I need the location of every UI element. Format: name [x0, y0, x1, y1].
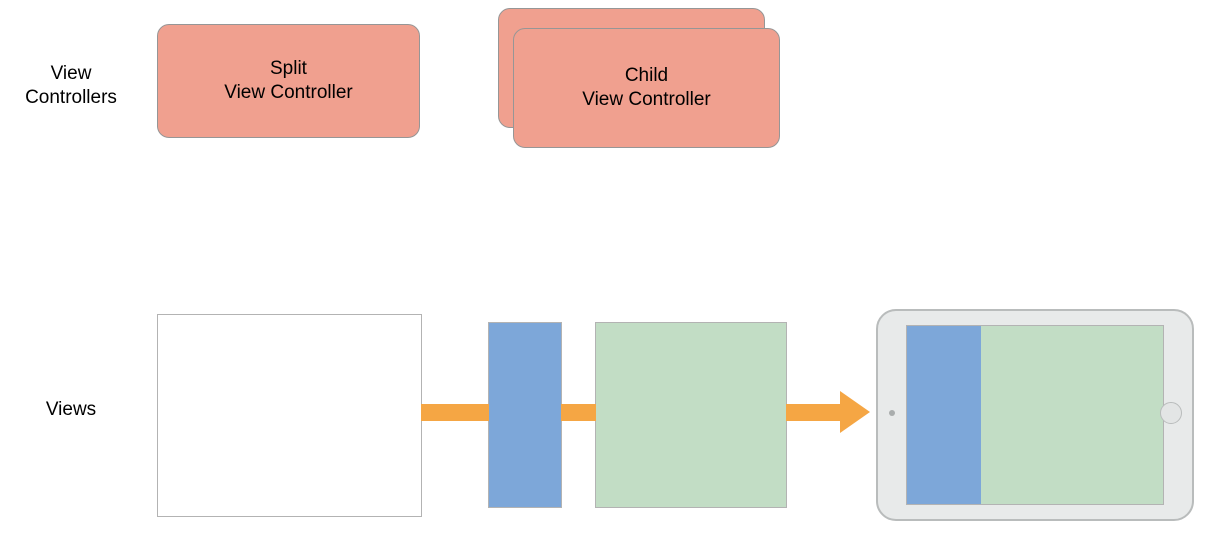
window-view-rect[interactable]: [157, 314, 422, 517]
arrow-shaft-2-icon: [561, 404, 596, 421]
row-label-view-controllers: View Controllers: [25, 63, 117, 108]
ipad-device-mockup[interactable]: [876, 309, 1194, 521]
secondary-view-rect[interactable]: [595, 322, 787, 508]
child-view-controller-card-front[interactable]: Child View Controller: [507, 22, 786, 154]
split-view-controller-card[interactable]: Split View Controller: [157, 24, 420, 138]
home-button-icon[interactable]: [1160, 402, 1182, 424]
ipad-screen-secondary-pane: [981, 326, 1163, 504]
ipad-screen-primary-pane: [907, 326, 982, 504]
child-view-controller-stack[interactable]: Child View Controller: [498, 8, 786, 154]
camera-dot-icon: [889, 410, 895, 416]
primary-view-rect[interactable]: [488, 322, 562, 508]
arrow-head-icon: [840, 391, 870, 433]
ipad-screen: [906, 325, 1164, 505]
row-label-views: Views: [45, 399, 97, 420]
arrow-shaft-3-icon: [786, 404, 842, 421]
arrow-shaft-1-icon: [421, 404, 489, 421]
